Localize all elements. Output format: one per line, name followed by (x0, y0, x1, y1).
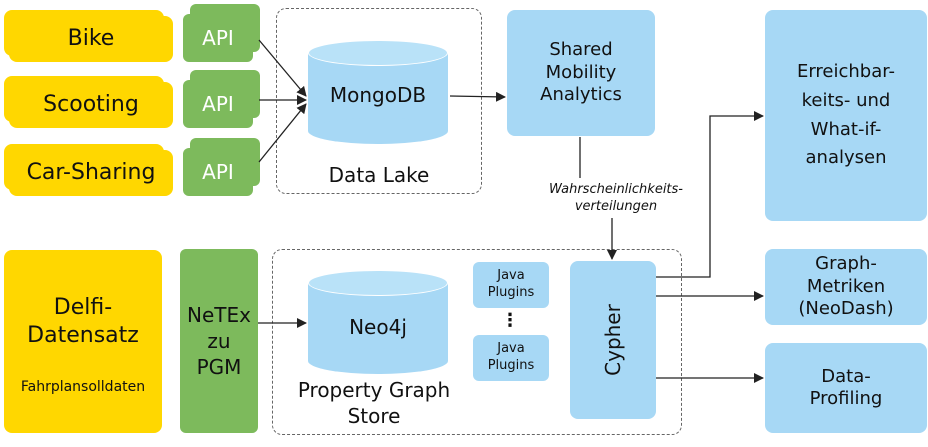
delfi-dataset: Delfi- Datensatz Fahrplansolldaten (4, 250, 162, 433)
java-plugins-1: Java Plugins (473, 262, 549, 308)
arrow-api3-mongodb (258, 103, 307, 163)
reachability-analysis: Erreichbar- keits- und What-if- analysen (765, 10, 927, 221)
api-box-2: API (183, 80, 253, 128)
delfi-title: Delfi- Datensatz (27, 294, 139, 348)
data-profiling: Data- Profiling (765, 343, 927, 433)
probability-distributions-label: Wahrscheinlichkeits- verteilungen (548, 182, 683, 214)
data-lake-container (276, 8, 482, 194)
neo4j-cylinder: Neo4j (308, 270, 448, 374)
scooting-source: Scooting (9, 82, 173, 128)
property-graph-store-container (272, 249, 682, 435)
bike-source: Bike (9, 16, 173, 62)
shared-mobility-analytics: Shared Mobility Analytics (507, 10, 655, 136)
mongodb-label: MongoDB (329, 83, 427, 107)
arrow-mongodb-analytics (449, 91, 506, 102)
arrow-cypher-reach (656, 111, 764, 278)
cypher-box: Cypher (570, 261, 656, 419)
property-graph-store-label: Property Graph Store (297, 378, 451, 428)
data-lake-label: Data Lake (328, 163, 430, 187)
api-box-3: API (183, 148, 253, 196)
plugins-ellipsis: ⋮ (501, 309, 519, 331)
api-box-1: API (183, 14, 253, 62)
mongodb-cylinder: MongoDB (308, 40, 448, 144)
java-plugins-2: Java Plugins (473, 335, 549, 381)
neo4j-label: Neo4j (349, 315, 407, 339)
delfi-subtitle: Fahrplansolldaten (20, 378, 146, 395)
netex-converter: NeTEx zu PGM (180, 249, 258, 433)
graph-metrics-neodash: Graph- Metriken (NeoDash) (765, 249, 927, 325)
arrow-api1-mongodb (258, 39, 307, 97)
carsharing-source: Car-Sharing (9, 150, 173, 196)
